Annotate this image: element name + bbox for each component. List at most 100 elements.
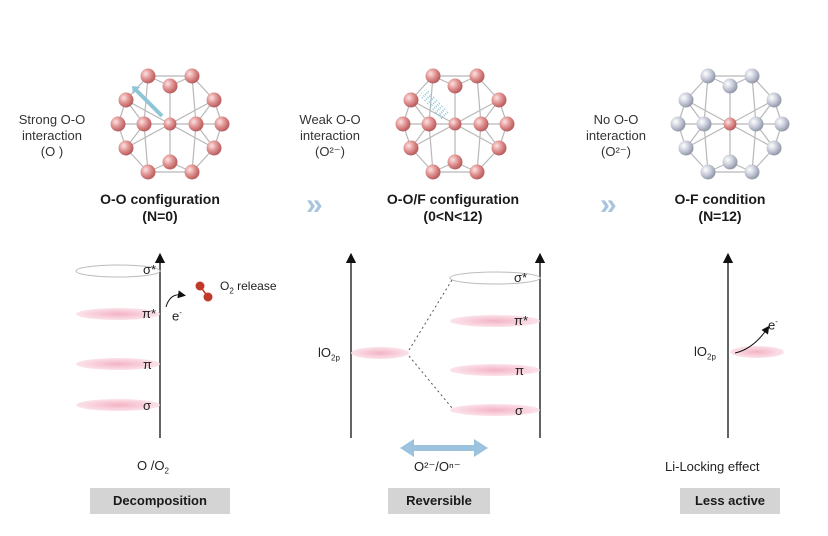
cluster-atom: [184, 68, 200, 84]
interaction-line-1: Weak O-O: [299, 112, 361, 127]
cluster-bond: [428, 75, 434, 125]
cluster-bond: [454, 99, 500, 125]
level-o2p: [351, 347, 409, 359]
oo-weak-bond: [425, 88, 449, 114]
orbital-pi-star: [450, 315, 540, 327]
orbital-sigma-star: [75, 264, 161, 278]
interaction-line-2: interaction: [586, 128, 646, 143]
label-sigma: σ: [143, 398, 152, 413]
cluster-bond: [169, 123, 215, 149]
oo-bond-arrow: [134, 88, 164, 118]
reversible-arrow-right-head: [474, 439, 488, 457]
cluster-bond: [410, 123, 456, 149]
orbital-pi-star: [76, 308, 160, 320]
oo-cluster: [110, 68, 230, 180]
cluster-atom: [469, 164, 485, 180]
cluster-bond: [751, 75, 757, 125]
electron-label: e-: [768, 317, 778, 333]
cluster-atom: [766, 92, 782, 108]
cluster-atom: [696, 116, 712, 132]
interaction-line-3: (O ): [40, 144, 64, 159]
cluster-atom: [162, 154, 178, 170]
oof-config-subtitle: (0<N<12): [423, 208, 483, 224]
cluster-atom: [499, 116, 515, 132]
electron-label: e-: [172, 308, 182, 324]
oo-config-title: O-O configuration: [100, 191, 220, 207]
o2-release-label: O2 release: [220, 279, 277, 296]
cluster-atom: [395, 116, 411, 132]
interaction-line-3: (O²⁻): [315, 144, 345, 159]
oo-bottom-label: O /O2: [137, 458, 169, 476]
cluster-atom: [425, 68, 441, 84]
cluster-bond: [685, 123, 731, 149]
oof-cluster: [395, 68, 515, 180]
oo-config-subtitle: (N=0): [142, 208, 178, 224]
interaction-line-1: Strong O-O: [18, 112, 86, 127]
cluster-atom: [722, 78, 738, 94]
oo-weak-bond: [424, 90, 447, 115]
cluster-atom: [162, 78, 178, 94]
cluster-atom: [188, 116, 204, 132]
oof-interaction-label: Weak O-O interaction (O²⁻): [282, 112, 378, 160]
cluster-atom: [670, 116, 686, 132]
cluster-atom: [774, 116, 790, 132]
electron-arrow: [734, 325, 770, 354]
cluster-atom: [206, 140, 222, 156]
cluster-atom: [421, 116, 437, 132]
cluster-atom: [447, 154, 463, 170]
correlation-line-up: [408, 279, 453, 351]
orbital-pi: [76, 358, 160, 370]
cluster-bond: [169, 99, 215, 125]
cluster-atom: [744, 68, 760, 84]
cluster-atom: [140, 164, 156, 180]
of-cluster: [670, 68, 790, 180]
cluster-bond: [685, 99, 731, 125]
cluster-atom: [469, 68, 485, 84]
oo-bond-arrow-head: [132, 86, 140, 94]
label-pi-star: π*: [142, 306, 157, 321]
cluster-bond: [191, 123, 197, 173]
separator-2: »: [600, 188, 617, 221]
cluster-atom: [447, 78, 463, 94]
cluster-bond: [751, 123, 757, 173]
cluster-atom: [473, 116, 489, 132]
oo-weak-bond: [421, 93, 444, 118]
tag-less-active: Less active: [680, 488, 780, 514]
cluster-bond: [476, 123, 482, 173]
level-o2p: [730, 346, 784, 358]
cluster-bond: [143, 123, 149, 173]
label-sigma-star: σ*: [143, 262, 157, 277]
interaction-line-2: interaction: [22, 128, 82, 143]
cluster-bond: [125, 99, 171, 125]
cluster-atom: [136, 116, 152, 132]
tag-decomposition: Decomposition: [90, 488, 230, 514]
cluster-atom: [744, 164, 760, 180]
cluster-atom: [748, 116, 764, 132]
orbital-sigma: [450, 404, 540, 416]
cluster-atom: [118, 140, 134, 156]
orbital-pi: [450, 364, 540, 376]
cluster-atom: [403, 92, 419, 108]
cluster-atom: [678, 140, 694, 156]
oof-config-title: O-O/F configuration: [386, 191, 520, 207]
cluster-center-atom: [448, 117, 462, 131]
oo-weak-bond: [419, 94, 443, 120]
cluster-bond: [410, 99, 456, 125]
reversible-arrow-left-head: [400, 439, 414, 457]
cluster-atom: [491, 92, 507, 108]
cluster-atom: [722, 154, 738, 170]
label-pi: π: [143, 357, 152, 372]
cluster-bond: [191, 75, 197, 125]
of-energy-diagram: [722, 252, 784, 438]
cluster-bond: [476, 75, 482, 125]
of-condition-subtitle: (N=12): [698, 208, 742, 224]
electron-arrow: [165, 290, 186, 308]
oof-energy-diagram: [345, 252, 546, 457]
cluster-atom: [700, 68, 716, 84]
cluster-bond: [729, 123, 775, 149]
label-sigma: σ: [515, 403, 524, 418]
tag-reversible: Reversible: [388, 488, 490, 514]
cluster-atom: [491, 140, 507, 156]
orbital-sigma: [76, 399, 160, 411]
